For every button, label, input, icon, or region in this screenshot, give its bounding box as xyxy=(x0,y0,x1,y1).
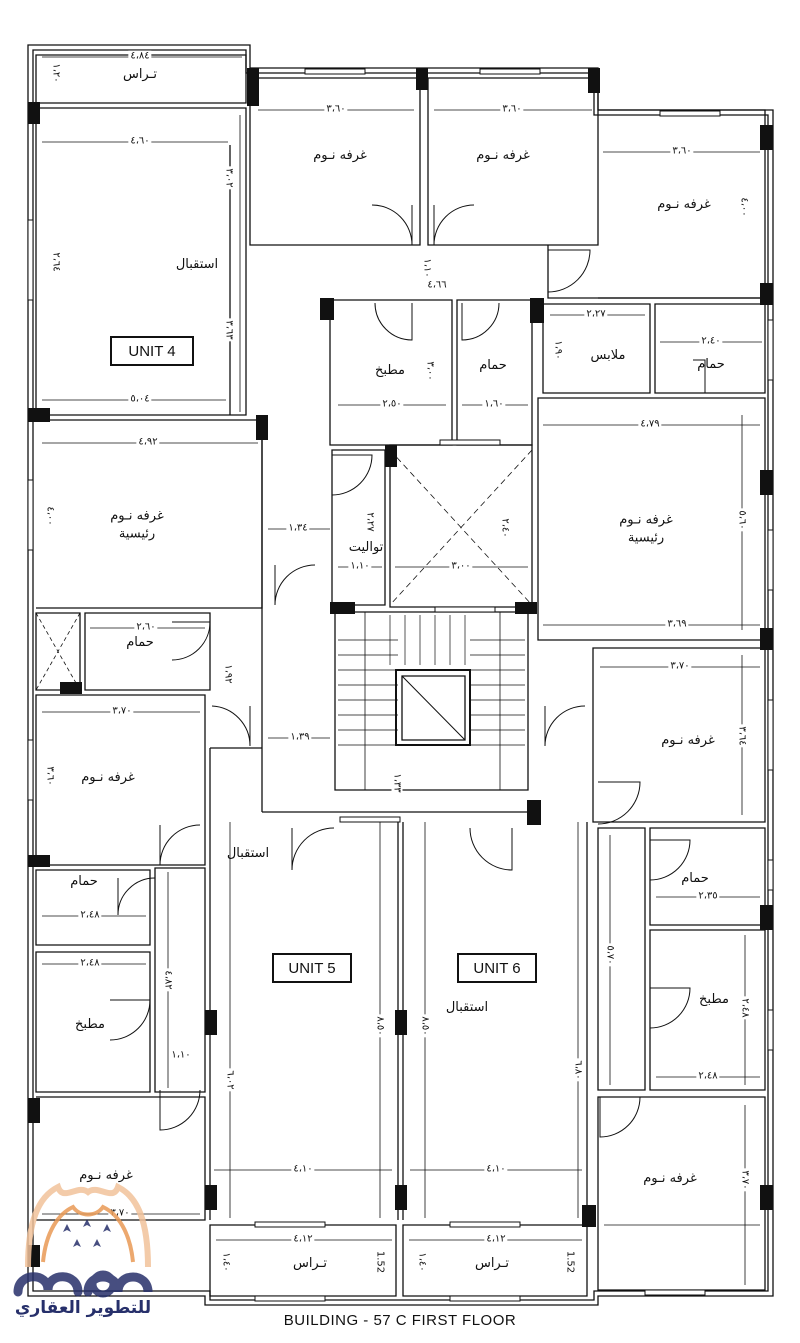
dim-label: ٤،٠٠ xyxy=(44,504,56,528)
dim-label: ٢،٢٧ xyxy=(584,308,608,320)
dim-label: ٣،٧٠ xyxy=(668,660,692,672)
room-terrace-top: تـراس xyxy=(122,67,158,83)
dim-label: ٤،١٠ xyxy=(291,1163,315,1175)
dim-label: ٢،٦٠ xyxy=(134,621,158,633)
dim-label: ١،١٠ xyxy=(421,256,433,280)
unit-5-label: UNIT 5 xyxy=(272,953,352,983)
dim-label: ٣،٦٠ xyxy=(500,103,524,115)
dim-label: ٤،٦٠ xyxy=(128,135,152,147)
dim-label: ١،٣٩ xyxy=(288,731,312,743)
dim-label: ٣،٦٩ xyxy=(665,618,689,630)
dim-label: ٤،١٢ xyxy=(484,1233,508,1245)
dim-label: ٤،٩٢ xyxy=(136,436,160,448)
dim-label: ١،٤٠ xyxy=(416,1250,428,1274)
room-bedroom-top-right: غرفه نـوم xyxy=(657,197,711,213)
dim-label: 1.52 xyxy=(374,1248,386,1276)
dim-label: ٤،٧٩ xyxy=(638,418,662,430)
dim-label: ٤،٠٠ xyxy=(738,195,750,219)
dim-label: ٣،٠٢ xyxy=(223,166,235,190)
dim-label: ٣،٧٠ xyxy=(108,1207,132,1219)
unit-4-label: UNIT 4 xyxy=(110,336,194,366)
dim-label: ١،١٠ xyxy=(169,1049,193,1061)
dim-label: 1.52 xyxy=(564,1248,576,1276)
room-kitchen-right: مطبخ xyxy=(699,992,729,1008)
dim-label: ١،٤٠ xyxy=(220,1250,232,1274)
room-kitchen-center: مطبخ xyxy=(375,363,405,379)
company-logo xyxy=(13,1182,153,1298)
dim-label: ٢،٤٠ xyxy=(699,335,723,347)
dim-label: ٢،٥٠ xyxy=(380,398,404,410)
dim-label: ٥،٦٠ xyxy=(736,508,748,532)
dim-label: ٣،٦٠ xyxy=(324,103,348,115)
dim-label: ٤،١٠ xyxy=(484,1163,508,1175)
dim-label: ٣،٠٠ xyxy=(424,359,436,383)
room-bath-right-top: حمام xyxy=(697,357,725,373)
outer-wall xyxy=(27,44,774,1306)
dim-label: ٣،٦٤ xyxy=(736,724,748,748)
dim-label: ١،١٠ xyxy=(348,560,372,572)
dim-label: ١،٣٣ xyxy=(391,771,403,795)
room-terrace-bottom-2: تـراس xyxy=(474,1256,510,1272)
dim-label: ٢،٦٤ xyxy=(50,250,62,274)
room-reception-unit6: استقبال xyxy=(445,1000,489,1016)
dim-label: ٣،٦٠ xyxy=(44,764,56,788)
plan-caption: BUILDING - 57 C FIRST FLOOR xyxy=(283,1312,517,1329)
room-bedroom-top-2: غرفه نـوم xyxy=(476,148,530,164)
dim-label: ٣،٦٣ xyxy=(223,318,235,342)
dim-label: ٢،٤٨ xyxy=(78,957,102,969)
dim-label: ٣،٦٠ xyxy=(670,145,694,157)
dim-label: ١،٩٢ xyxy=(222,662,234,686)
dim-label: ٣،٧٠ xyxy=(110,705,134,717)
room-reception-unit5: استقبال xyxy=(226,846,270,862)
dim-label: ٨،٥٠ xyxy=(374,1014,386,1038)
dim-label: ٢،٤٨ xyxy=(696,1070,720,1082)
room-bath-right-low: حمام xyxy=(681,871,709,887)
room-bath-left-low: حمام xyxy=(70,874,98,890)
dim-label: ٢،٣٥ xyxy=(696,890,720,902)
room-bedroom-top-1: غرفه نـوم xyxy=(313,148,367,164)
dim-label: ٢،٤٠ xyxy=(499,516,511,540)
dim-label: ١،٣٤ xyxy=(286,522,310,534)
dim-label: ٥،٧٠ xyxy=(604,943,616,967)
room-bedroom-left-mid: غرفه نـوم xyxy=(81,770,135,786)
dim-label: ٢،٤٨ xyxy=(739,996,751,1020)
dim-label: ٤،٨٤ xyxy=(128,50,152,62)
dim-label: ٢،٤٨ xyxy=(78,909,102,921)
dim-label: ٣،٠٠ xyxy=(449,560,473,572)
room-bath-center: حمام xyxy=(479,358,507,374)
company-logo-text: للتطوير العقاري xyxy=(14,1298,152,1318)
dim-label: ٨،٥٠ xyxy=(419,1014,431,1038)
dim-label: ٥،٠٤ xyxy=(128,393,152,405)
dim-label: ٤،٦٦ xyxy=(425,279,449,291)
dim-label: ٣،٧٠ xyxy=(739,1168,751,1192)
dim-label: ٦،٨٠ xyxy=(572,1058,584,1082)
dim-label: ٤،١٢ xyxy=(291,1233,315,1245)
room-bedroom-left-bottom: غرفه نـوم xyxy=(79,1168,133,1184)
room-toilet: تواليت xyxy=(348,540,384,556)
dim-label: ١،٢٠ xyxy=(50,61,62,85)
room-reception-unit4: استقبال xyxy=(175,257,219,273)
dim-label: ١،٦٠ xyxy=(482,398,506,410)
dim-label: ٤،٨٢ xyxy=(162,968,174,992)
room-bedroom-right-bottom: غرفه نـوم xyxy=(643,1171,697,1187)
room-bath-left: حمام xyxy=(126,635,154,651)
room-master-left: غرفه نـوم رئيسية xyxy=(110,508,164,541)
dim-label: ٢،٢٧ xyxy=(364,510,376,534)
dim-label: ١،٩٠ xyxy=(552,338,564,362)
room-bedroom-right-mid: غرفه نـوم xyxy=(661,733,715,749)
room-master-right: غرفه نـوم رئيسية xyxy=(619,512,673,545)
room-terrace-bottom-1: تـراس xyxy=(292,1256,328,1272)
room-kitchen-left: مطبخ xyxy=(75,1017,105,1033)
room-dressing: ملابس xyxy=(590,348,626,364)
dim-label: ٦،٠٢ xyxy=(224,1068,236,1092)
unit-6-label: UNIT 6 xyxy=(457,953,537,983)
outer-wall-inner xyxy=(32,49,769,1301)
